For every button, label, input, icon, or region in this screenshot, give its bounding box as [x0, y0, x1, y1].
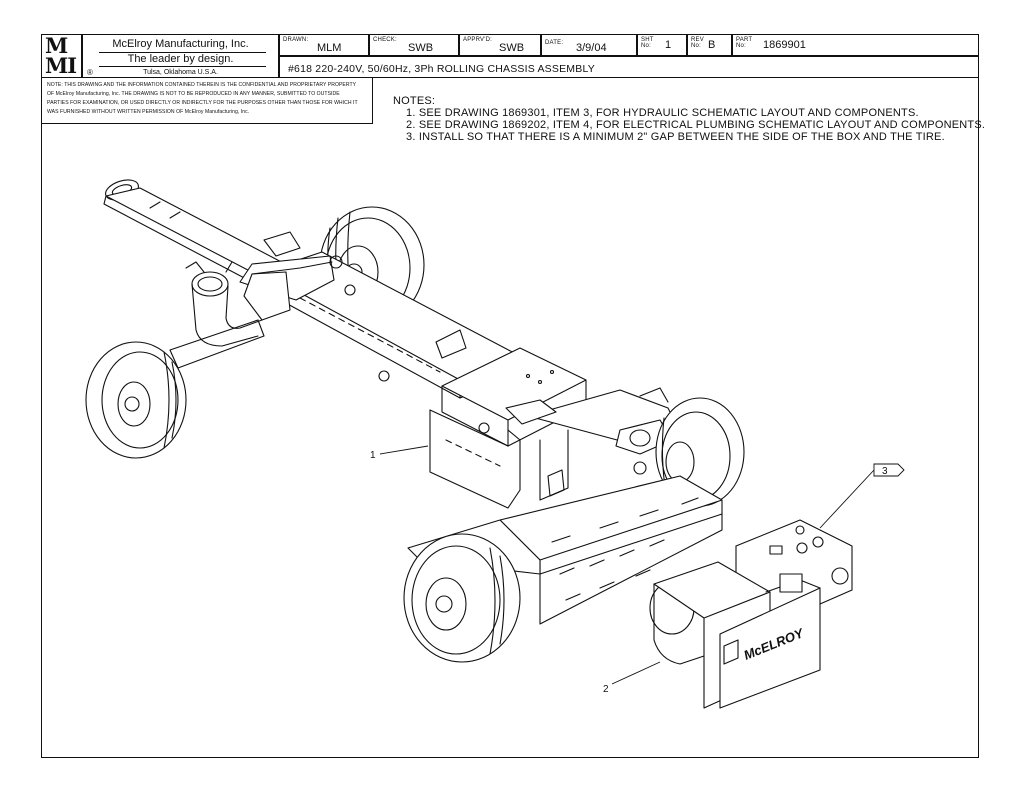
part-number-cell: PART No: 1869901 [732, 34, 979, 56]
apprvd-label: APPRV'D: [463, 37, 492, 43]
revision-cell: REV No: B [687, 34, 732, 56]
revision-value: B [708, 39, 716, 51]
notes-heading: NOTES: [393, 95, 436, 107]
front-axle [169, 261, 265, 369]
company-tagline: The leader by design. [127, 53, 234, 65]
confidentiality-disclaimer: NOTE: THIS DRAWING AND THE INFORMATION C… [47, 82, 358, 115]
callout-1: 1 [370, 450, 376, 461]
sheet-number-label: SHT No: [641, 37, 654, 49]
disclaimer-cell [41, 78, 373, 124]
revision-label: REV No: [691, 37, 704, 49]
registered-mark-icon: ® [87, 68, 93, 77]
date-value: 3/9/04 [576, 42, 607, 54]
wheel-front-left [85, 341, 187, 459]
sheet-number-value: 1 [665, 39, 672, 51]
date-cell: DATE: 3/9/04 [541, 34, 637, 56]
power-unit: McELROY [649, 519, 853, 709]
callout-leaders [379, 445, 905, 685]
drawing-title: #618 220-240V, 50/60Hz, 3Ph ROLLING CHAS… [288, 63, 595, 75]
main-frame [239, 251, 521, 399]
company-cell: McElroy Manufacturing, Inc. The leader b… [82, 34, 279, 78]
callout-2: 2 [603, 684, 609, 695]
part-number-label: PART No: [736, 37, 753, 49]
drawn-cell: DRAWN: MLM [279, 34, 369, 56]
note-item: 1. SEE DRAWING 1869301, ITEM 3, FOR HYDR… [406, 107, 919, 119]
note-item: 2. SEE DRAWING 1869202, ITEM 4, FOR ELEC… [406, 119, 986, 131]
date-label: DATE: [545, 40, 564, 46]
sheet-number-cell: SHT No: 1 [637, 34, 687, 56]
apprvd-value: SWB [499, 42, 525, 54]
title-cell: #618 220-240V, 50/60Hz, 3Ph ROLLING CHAS… [279, 56, 979, 78]
callout-3: 3 [882, 466, 888, 477]
check-value: SWB [408, 42, 434, 54]
notes-block: NOTES: 1. SEE DRAWING 1869301, ITEM 3, F… [393, 95, 985, 143]
check-label: CHECK: [373, 37, 397, 43]
riser-box [429, 347, 587, 509]
check-cell: CHECK: SWB [369, 34, 459, 56]
apprvd-cell: APPRV'D: SWB [459, 34, 541, 56]
drawn-label: DRAWN: [283, 37, 309, 43]
note-item: 3. INSTALL SO THAT THERE IS A MINIMUM 2"… [406, 131, 945, 143]
part-number-value: 1869901 [763, 39, 806, 51]
wheel-front-right [403, 533, 521, 663]
company-location: Tulsa, Oklahoma U.S.A. [143, 69, 218, 76]
company-name: McElroy Manufacturing, Inc. [112, 38, 249, 50]
drawn-value: MLM [317, 42, 342, 54]
